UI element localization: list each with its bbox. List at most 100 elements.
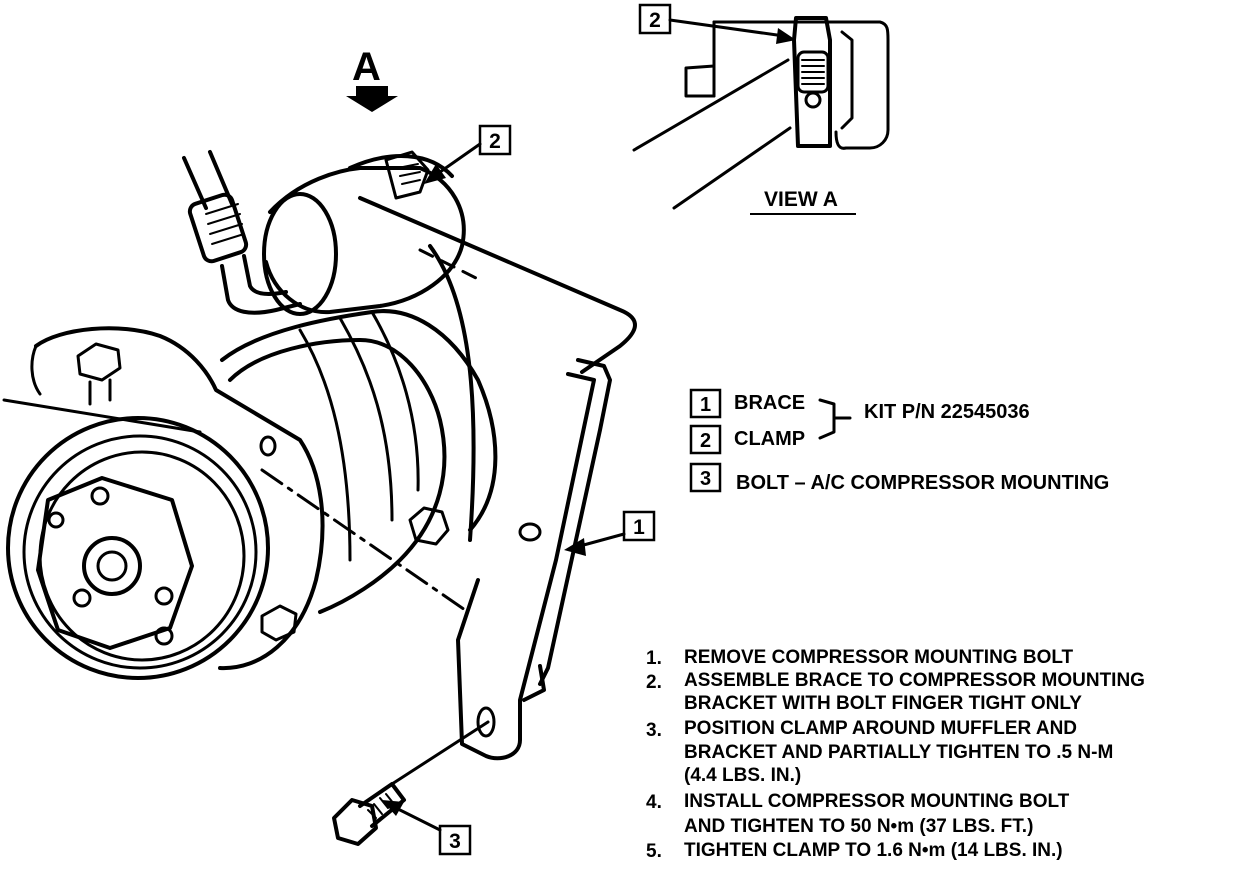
legend-number: 3 — [700, 468, 711, 490]
compressor-body-seam — [370, 310, 420, 492]
mounting-bracket — [358, 196, 637, 542]
callout-number: 1 — [633, 516, 645, 539]
callout-box — [638, 3, 672, 35]
bracket-hidden-line — [418, 248, 482, 282]
mounting-hole — [259, 435, 277, 457]
legend-item-brace: 1 BRACE — [689, 388, 805, 419]
bolt-head — [332, 798, 378, 846]
legend-item-bolt: 3 BOLT – A/C COMPRESSOR MOUNTING — [689, 462, 1109, 494]
installation-steps: 1. REMOVE COMPRESSOR MOUNTING BOLT 2. AS… — [646, 647, 1145, 862]
legend-number: 2 — [700, 430, 711, 452]
compressor — [6, 309, 498, 680]
legend-number-box — [689, 424, 722, 455]
view-a-inner-edge — [840, 30, 854, 130]
callout-2-view-a: 2 — [638, 3, 796, 44]
bolt-thread — [367, 793, 395, 819]
step-text: AND TIGHTEN TO 50 N•m (37 LBS. FT.) — [684, 816, 1033, 837]
brace-foot — [522, 664, 546, 702]
view-a-pipe-stub — [684, 64, 716, 98]
step-number: 3. — [646, 720, 662, 741]
clamp-screw-thread — [397, 163, 421, 185]
engine-line — [2, 398, 202, 434]
callout-box — [478, 124, 512, 156]
step-text: REMOVE COMPRESSOR MOUNTING BOLT — [684, 647, 1074, 668]
front-housing-edge — [30, 344, 42, 396]
parts-legend: 1 BRACE 2 CLAMP KIT P/N 22545036 3 BOLT … — [689, 388, 1109, 494]
view-a-clamp-screw-head — [804, 91, 822, 109]
front-housing — [34, 326, 325, 671]
step-text: TIGHTEN CLAMP TO 1.6 N•m (14 LBS. IN.) — [684, 840, 1063, 861]
brace — [456, 358, 612, 761]
hub-rivet-3 — [72, 588, 92, 608]
view-a-arrow-letter: A — [352, 45, 381, 89]
callout-leader — [578, 532, 626, 548]
mounting-bolt — [332, 720, 490, 846]
bracket-side — [428, 244, 476, 542]
top-stud-shaft — [88, 378, 112, 406]
hub-rivet-5 — [47, 511, 65, 529]
legend-number-box — [689, 388, 722, 419]
compressor-body-seam-3 — [298, 328, 352, 562]
step-number: 5. — [646, 841, 662, 862]
step-text: POSITION CLAMP AROUND MUFFLER AND — [684, 718, 1077, 739]
top-stud-nut — [76, 342, 122, 382]
clutch-pulley-groove-2 — [38, 450, 246, 662]
view-a-muffler-outline — [712, 20, 890, 150]
step-text: BRACKET WITH BOLT FINGER TIGHT ONLY — [684, 693, 1082, 714]
hose-lower-b — [242, 254, 288, 296]
hub-rivet-4 — [154, 626, 174, 646]
callout-leader — [394, 806, 442, 832]
brace-upper-hole — [518, 522, 542, 542]
arrow-head-icon — [776, 28, 796, 44]
view-a-clamp-thread — [801, 59, 825, 85]
step-text: INSTALL COMPRESSOR MOUNTING BOLT — [684, 791, 1070, 812]
brace-outer-edge — [538, 358, 612, 686]
callout-number: 2 — [649, 9, 661, 32]
legend-label: CLAMP — [734, 428, 805, 450]
view-a-label: VIEW A — [764, 188, 838, 211]
bolt-axis-line — [390, 720, 490, 786]
arrow-head-icon — [424, 164, 446, 184]
hub-rivet-2 — [154, 586, 174, 606]
hose-lower-a — [220, 264, 302, 315]
bracket-top-edge — [358, 196, 637, 374]
callout-box — [622, 510, 656, 542]
kit-part-number: KIT P/N 22545036 — [864, 401, 1030, 423]
clutch-hub-plate — [36, 476, 194, 650]
callout-2-main: 2 — [424, 124, 512, 184]
hose-fitting — [187, 192, 249, 264]
clutch-pulley-outer — [6, 416, 270, 680]
step-number: 2. — [646, 672, 662, 693]
step-text: (4.4 LBS. IN.) — [684, 765, 801, 786]
compressor-body-seam-2 — [338, 316, 394, 522]
step-text: BRACKET AND PARTIALLY TIGHTEN TO .5 N-M — [684, 742, 1113, 763]
alignment-line — [260, 468, 470, 614]
view-a-bracket-edge-1 — [632, 58, 790, 152]
step-text: ASSEMBLE BRACE TO COMPRESSOR MOUNTING — [684, 670, 1145, 691]
legend-label: BOLT – A/C COMPRESSOR MOUNTING — [736, 472, 1109, 494]
legend-number: 1 — [700, 394, 711, 416]
hub-rivet-1 — [90, 486, 110, 506]
kit-bracket-brace — [818, 398, 852, 440]
clutch-pulley-groove-1 — [22, 434, 258, 670]
lower-stud-nut — [260, 604, 298, 642]
clutch-hub-center — [82, 536, 142, 596]
arrow-head-icon — [564, 538, 586, 556]
callout-leader — [438, 142, 482, 174]
callout-box — [438, 824, 472, 856]
step-number: 4. — [646, 792, 662, 813]
clamp-screw-housing — [384, 150, 430, 200]
callout-3-main: 3 — [382, 800, 472, 856]
view-a-detail: VIEW A — [632, 16, 890, 215]
hose-fitting-knurl — [205, 203, 245, 245]
view-a-bracket-edge-2 — [672, 126, 792, 210]
arrow-head-icon — [382, 800, 404, 816]
down-arrow-icon — [346, 86, 398, 112]
hose-and-muffler — [182, 150, 466, 316]
muffler-end-cap — [262, 192, 338, 316]
compressor-body-shell — [228, 338, 447, 614]
brace-bolt-hole — [476, 706, 496, 738]
compressor-mount-nut — [408, 506, 450, 546]
